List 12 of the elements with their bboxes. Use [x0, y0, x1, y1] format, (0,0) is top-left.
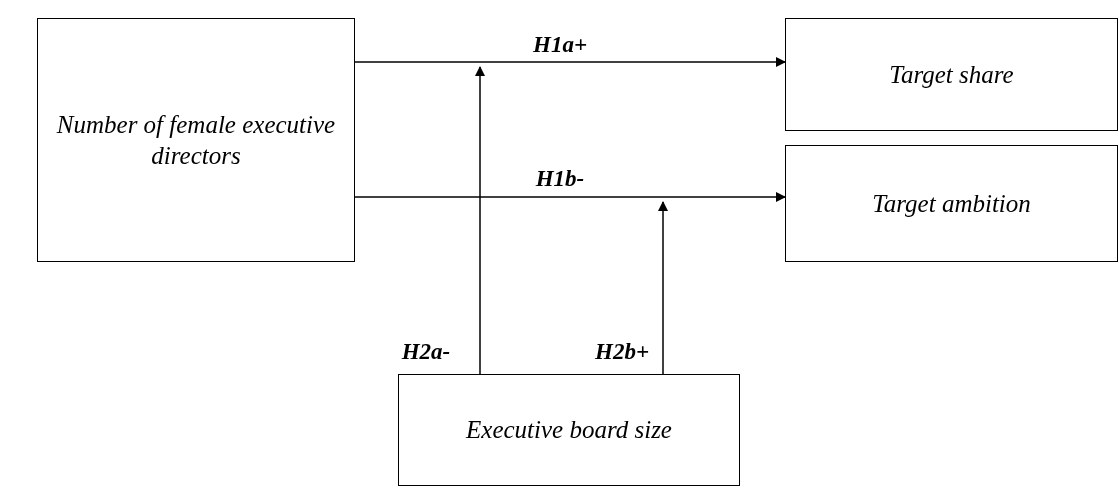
variable-name: Target ambition [872, 188, 1031, 219]
variable-box [785, 145, 1118, 262]
arrow [475, 66, 485, 375]
variable-box [785, 18, 1118, 131]
arrow [354, 192, 786, 202]
variable-name: Executive board size [466, 415, 672, 446]
variable-name: Target share [889, 59, 1014, 90]
variable-box [398, 374, 740, 486]
arrow [658, 201, 668, 375]
arrow [354, 57, 786, 67]
variable-box [37, 18, 355, 262]
variable-name: Number of female executive directors [56, 109, 336, 171]
